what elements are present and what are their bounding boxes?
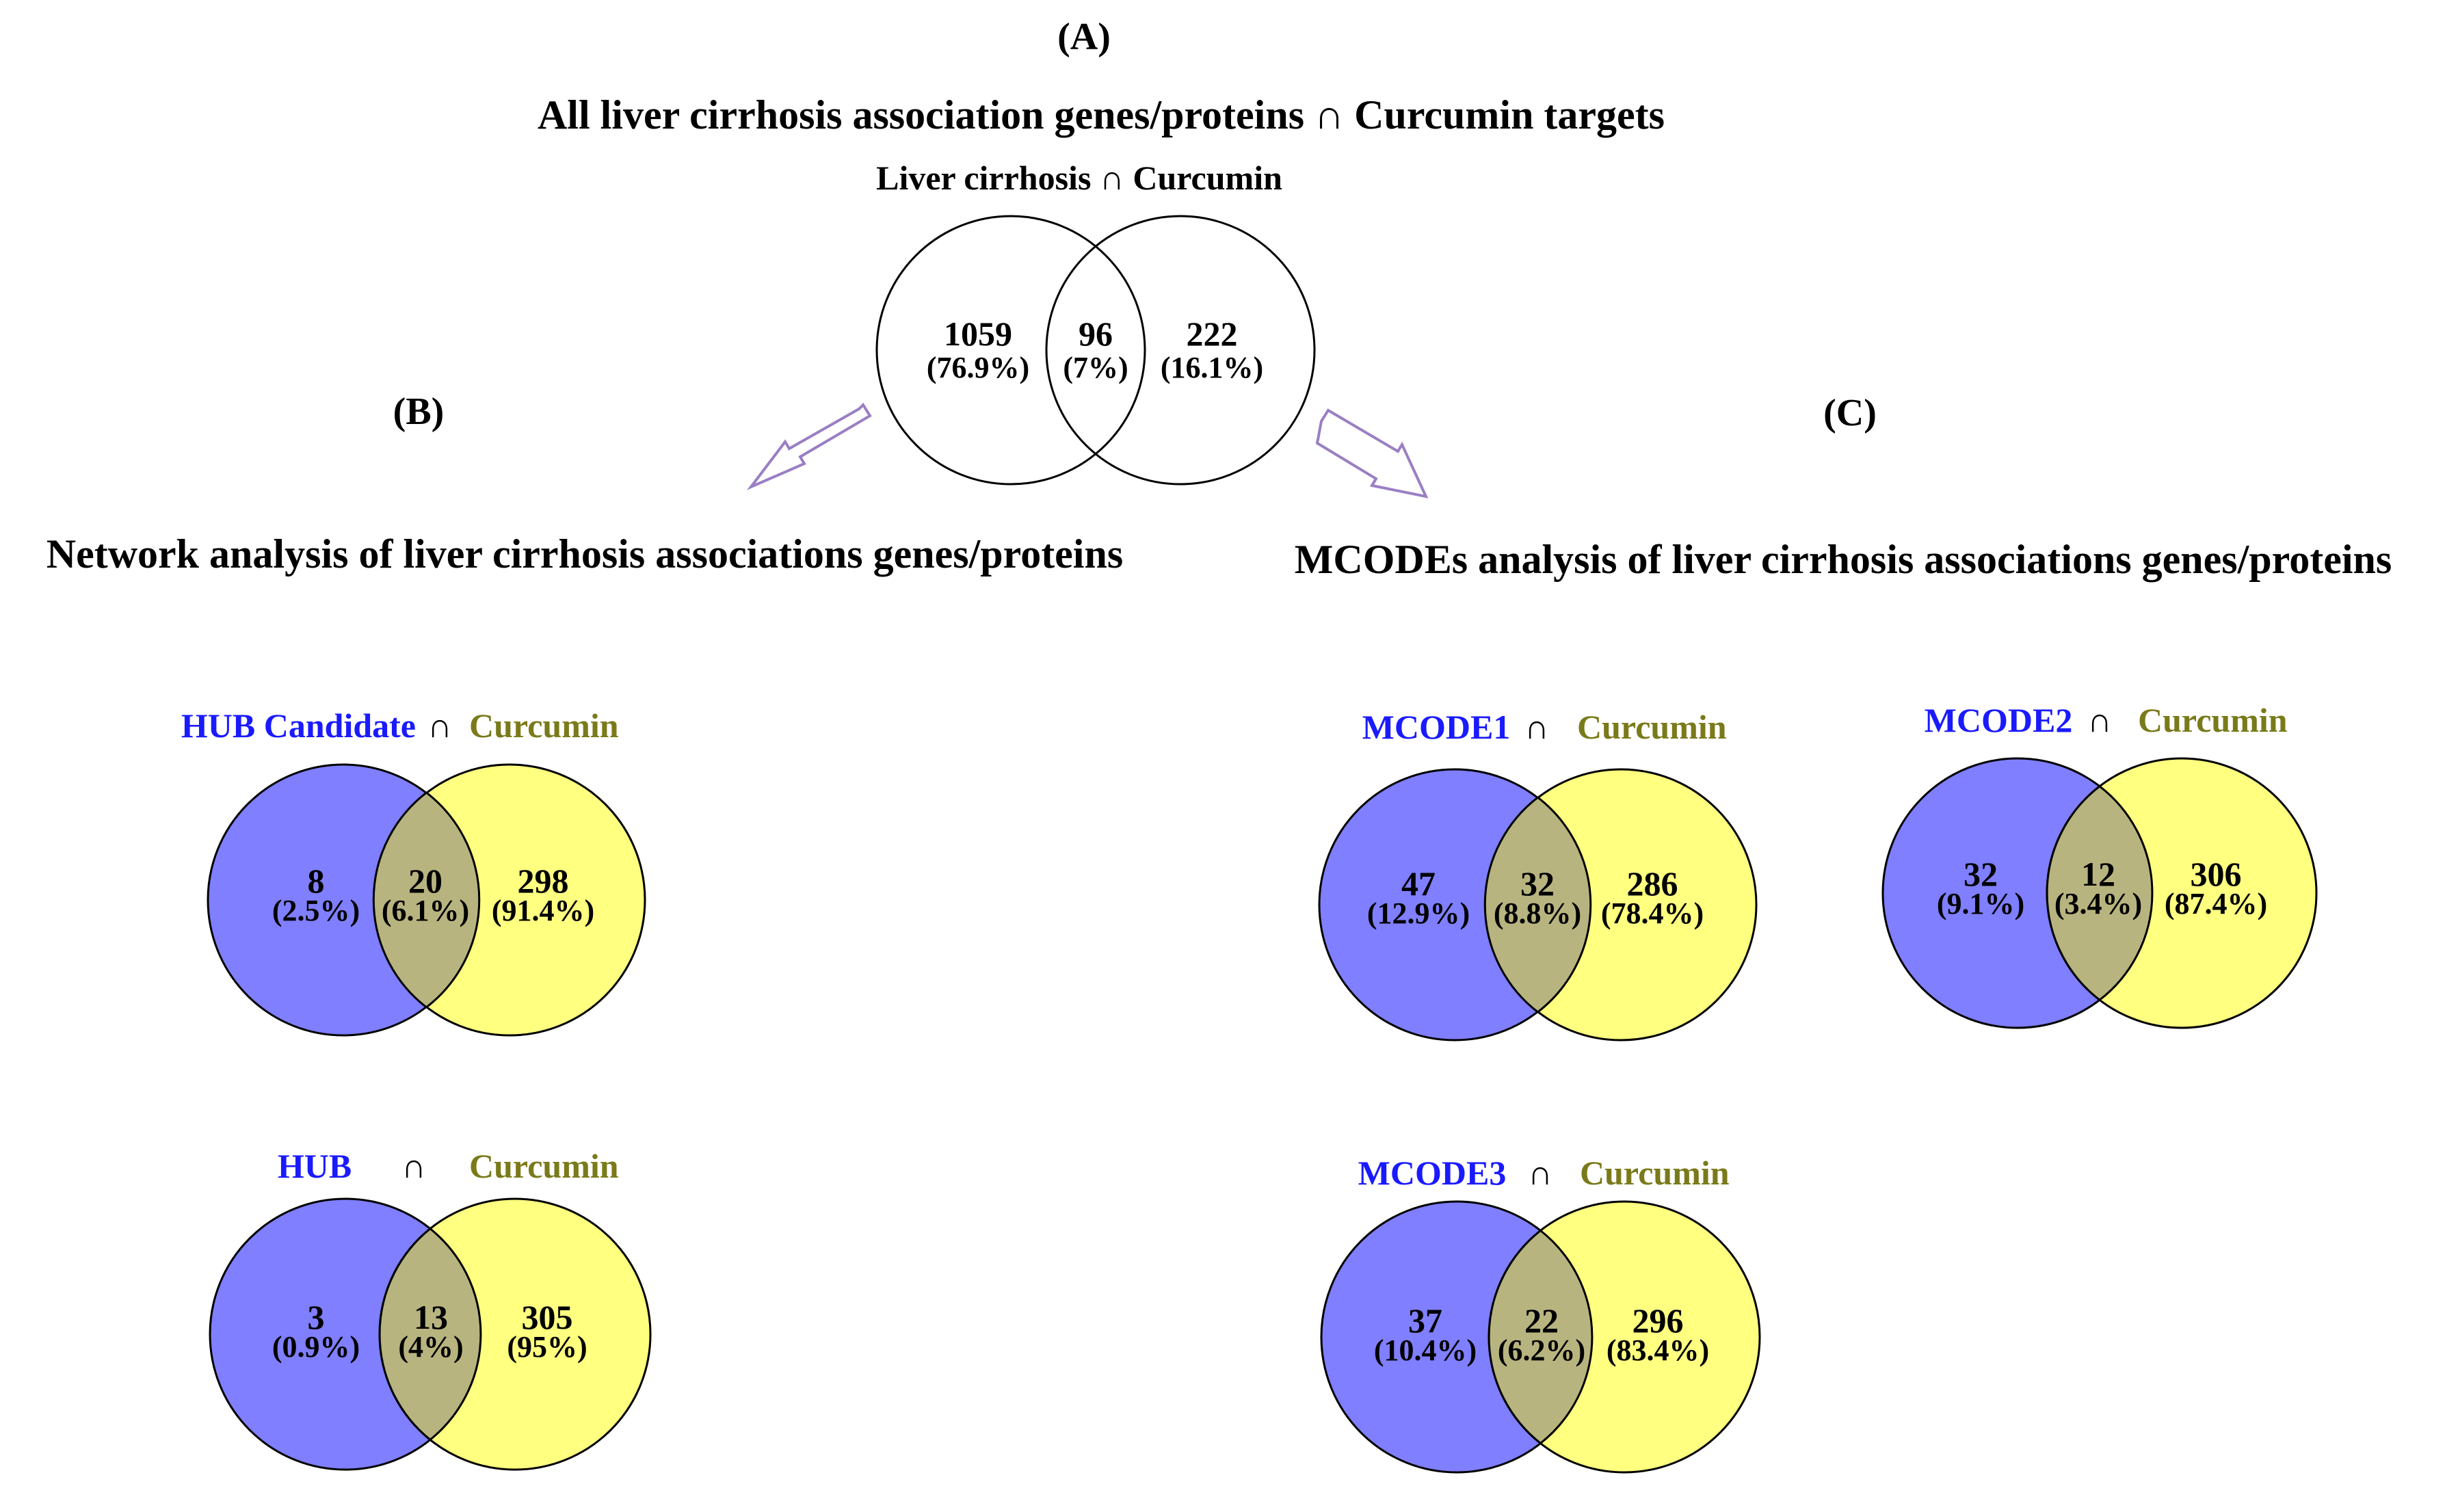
venn-hub-left-name: HUB [278,1147,352,1185]
venn-mcode2-left-pct: (9.1%) [1937,887,2024,920]
venn-mcode1-left-name: MCODE1 [1362,708,1511,746]
venn-a-mid-count: 96 [1079,315,1113,353]
venn-mcode3-right-name: Curcumin [1580,1154,1730,1192]
arrow-to-b-icon [746,402,872,490]
venn-a-title: Liver cirrhosis ∩ Curcumin [876,159,1282,197]
venn-mcode2-mid-pct: (3.4%) [2054,887,2142,920]
venn-hub-right-count: 305 [522,1298,573,1336]
venn-mcode2-cap: ∩ [2087,701,2112,739]
venn-hub-right-pct: (95%) [507,1330,587,1364]
venn-hub-mid-count: 13 [414,1298,448,1336]
venn-mcode2: MCODE2 ∩ Curcumin 32 (9.1%) 12 (3.4%) 30… [1881,701,2318,1029]
venn-hub-right-name: Curcumin [469,1147,619,1185]
section-a-title: All liver cirrhosis association genes/pr… [538,92,1665,137]
venn-hub-candidate-overlap [372,791,481,1009]
venn-hub-candidate-right-pct: (91.4%) [492,894,594,927]
venn-mcode1-right-name: Curcumin [1577,708,1727,746]
venn-mcode3-right-pct: (83.4%) [1607,1334,1709,1367]
venn-mcode3-right-count: 296 [1633,1301,1684,1340]
venn-a-left-count: 1059 [944,315,1012,353]
venn-mcode3-overlap [1488,1229,1594,1445]
venn-mcode1-cap: ∩ [1524,708,1549,746]
venn-mcode2-mid-count: 12 [2081,855,2115,893]
venn-mcode3-left-count: 37 [1408,1301,1442,1340]
venn-hub-candidate-right-name: Curcumin [469,706,619,745]
venn-hub-candidate-left-name: HUB Candidate [181,706,416,745]
venn-a-right-count: 222 [1187,315,1238,353]
venn-a: 1059 (76.9%) 96 (7%) 222 (16.1%) [875,215,1316,486]
venn-hub-candidate-left-count: 8 [308,862,325,900]
venn-hub-cap: ∩ [401,1147,426,1185]
section-c-title: MCODEs analysis of liver cirrhosis assoc… [1295,537,2392,582]
venn-a-mid-pct: (7%) [1063,351,1128,384]
venn-mcode1-left-count: 47 [1401,864,1436,903]
venn-hub: HUB ∩ Curcumin 3 (0.9%) 13 (4%) 305 (95%… [209,1147,652,1471]
venn-mcode3-left-pct: (10.4%) [1374,1334,1477,1367]
section-b-label: (B) [393,390,445,433]
venn-hub-candidate-right-count: 298 [518,862,569,900]
venn-a-right-pct: (16.1%) [1161,351,1263,384]
venn-mcode3-left-name: MCODE3 [1358,1154,1507,1192]
section-a-label: (A) [1057,16,1111,58]
section-b-title: Network analysis of liver cirrhosis asso… [47,531,1123,576]
venn-a-left-circle [875,215,1146,486]
venn-mcode2-right-pct: (87.4%) [2165,887,2267,920]
venn-hub-left-count: 3 [308,1298,325,1336]
venn-hub-candidate: HUB Candidate ∩ Curcumin 8 (2.5%) 20 (6.… [181,706,646,1037]
venn-mcode2-right-count: 306 [2191,855,2242,893]
venn-hub-candidate-left-pct: (2.5%) [272,894,360,927]
venn-hub-overlap [378,1227,482,1442]
venn-mcode3-mid-pct: (6.2%) [1498,1334,1585,1367]
venn-mcode1-mid-count: 32 [1520,864,1555,903]
venn-hub-mid-pct: (4%) [398,1330,463,1364]
venn-mcode1-overlap [1483,796,1592,1013]
venn-hub-candidate-cap: ∩ [427,706,452,745]
venn-a-right-circle [1045,215,1316,486]
venn-hub-candidate-mid-count: 20 [408,862,442,900]
venn-mcode2-overlap [2046,784,2154,1002]
section-c-label: (C) [1823,392,1877,434]
venn-mcode1-mid-pct: (8.8%) [1494,897,1581,930]
venn-mcode1-right-count: 286 [1627,864,1678,903]
venn-mcode1: MCODE1 ∩ Curcumin 47 (12.9%) 32 (8.8%) 2… [1318,708,1758,1042]
venn-mcode3-cap: ∩ [1528,1154,1552,1192]
venn-mcode3: MCODE3 ∩ Curcumin 37 (10.4%) 22 (6.2%) 2… [1320,1154,1761,1474]
venn-mcode3-mid-count: 22 [1524,1301,1559,1340]
venn-mcode2-left-name: MCODE2 [1925,701,2073,739]
venn-hub-candidate-mid-pct: (6.1%) [382,894,469,927]
arrow-to-c-icon [1315,408,1429,499]
venn-hub-left-pct: (0.9%) [272,1330,360,1364]
venn-mcode2-right-name: Curcumin [2138,701,2288,739]
venn-a-left-pct: (76.9%) [927,351,1029,384]
venn-mcode2-left-count: 32 [1964,855,1998,893]
venn-mcode1-right-pct: (78.4%) [1601,897,1704,930]
venn-mcode1-left-pct: (12.9%) [1367,897,1470,930]
